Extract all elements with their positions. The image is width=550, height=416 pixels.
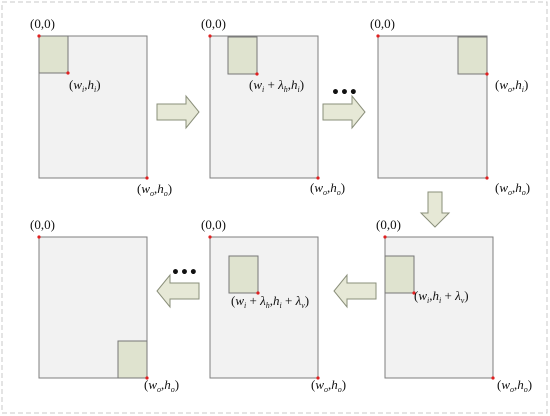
origin-label: (0,0) (30, 16, 55, 31)
arrow-left-icon (333, 273, 377, 309)
origin-dot (37, 235, 41, 239)
arrow-right-icon (156, 94, 200, 130)
window-corner-dot (256, 291, 260, 295)
image-size-label: (wo,ho) (311, 377, 346, 394)
origin-label: (0,0) (30, 217, 55, 232)
input-image-panel (209, 35, 319, 179)
image-size-label: (wo,ho) (310, 180, 345, 197)
ellipsis-dots: ••• (331, 85, 358, 101)
sliding-window (38, 35, 69, 74)
window-label: (wi,hi + λv) (414, 288, 469, 305)
image-corner-dot (316, 176, 320, 180)
origin-dot (383, 235, 387, 239)
arrow-right-icon (322, 94, 366, 130)
origin-label: (0,0) (201, 217, 226, 232)
image-size-label: (wo,ho) (497, 377, 532, 394)
image-corner-dot (145, 176, 149, 180)
arrow-left-icon (156, 273, 200, 309)
input-image-panel (209, 236, 319, 379)
origin-dot (37, 34, 41, 38)
origin-label: (0,0) (370, 16, 395, 31)
panel-2: (0,0) (wi + λh,hi) (wo,ho) (201, 16, 345, 197)
window-label: (wi + λh,hi) (249, 77, 304, 94)
sliding-window (227, 36, 258, 75)
panel-1: (0,0) (wi,hi) (wo,ho) (30, 16, 172, 198)
sliding-window (457, 36, 488, 75)
origin-label: (0,0) (201, 16, 226, 31)
sliding-window (117, 340, 148, 379)
window-label: (wo,hi) (495, 77, 528, 94)
ellipsis-dots: ••• (171, 265, 198, 281)
sliding-window (228, 255, 259, 294)
window-label: (wi,hi) (69, 77, 101, 94)
image-size-label: (wo,ho) (137, 181, 172, 198)
window-label: (wi + λh,hi + λv) (231, 293, 309, 310)
origin-label: (0,0) (376, 217, 401, 232)
window-corner-dot (66, 71, 70, 75)
panel-4: (0,0) (wi,hi + λv) (wo,ho) (376, 217, 532, 394)
arrow-down-icon (419, 191, 451, 228)
origin-dot (208, 235, 212, 239)
sliding-window (384, 255, 415, 294)
window-corner-dot (255, 72, 259, 76)
image-size-label: (wo,ho) (144, 377, 179, 394)
image-corner-dot (145, 376, 149, 380)
image-corner-dot (316, 376, 320, 380)
image-size-label: (wo,ho) (495, 180, 530, 197)
origin-dot (208, 34, 212, 38)
origin-dot (376, 34, 380, 38)
panel-5: (0,0) (wi + λh,hi + λv) (wo,ho) (201, 217, 346, 394)
image-corner-dot (491, 376, 495, 380)
image-corner-dot (485, 176, 489, 180)
window-corner-dot (412, 291, 416, 295)
panel-3: (0,0) (wo,hi) (wo,ho) (370, 16, 530, 197)
panel-6: (0,0) (wo,ho) (30, 217, 179, 394)
window-corner-dot (485, 72, 489, 76)
